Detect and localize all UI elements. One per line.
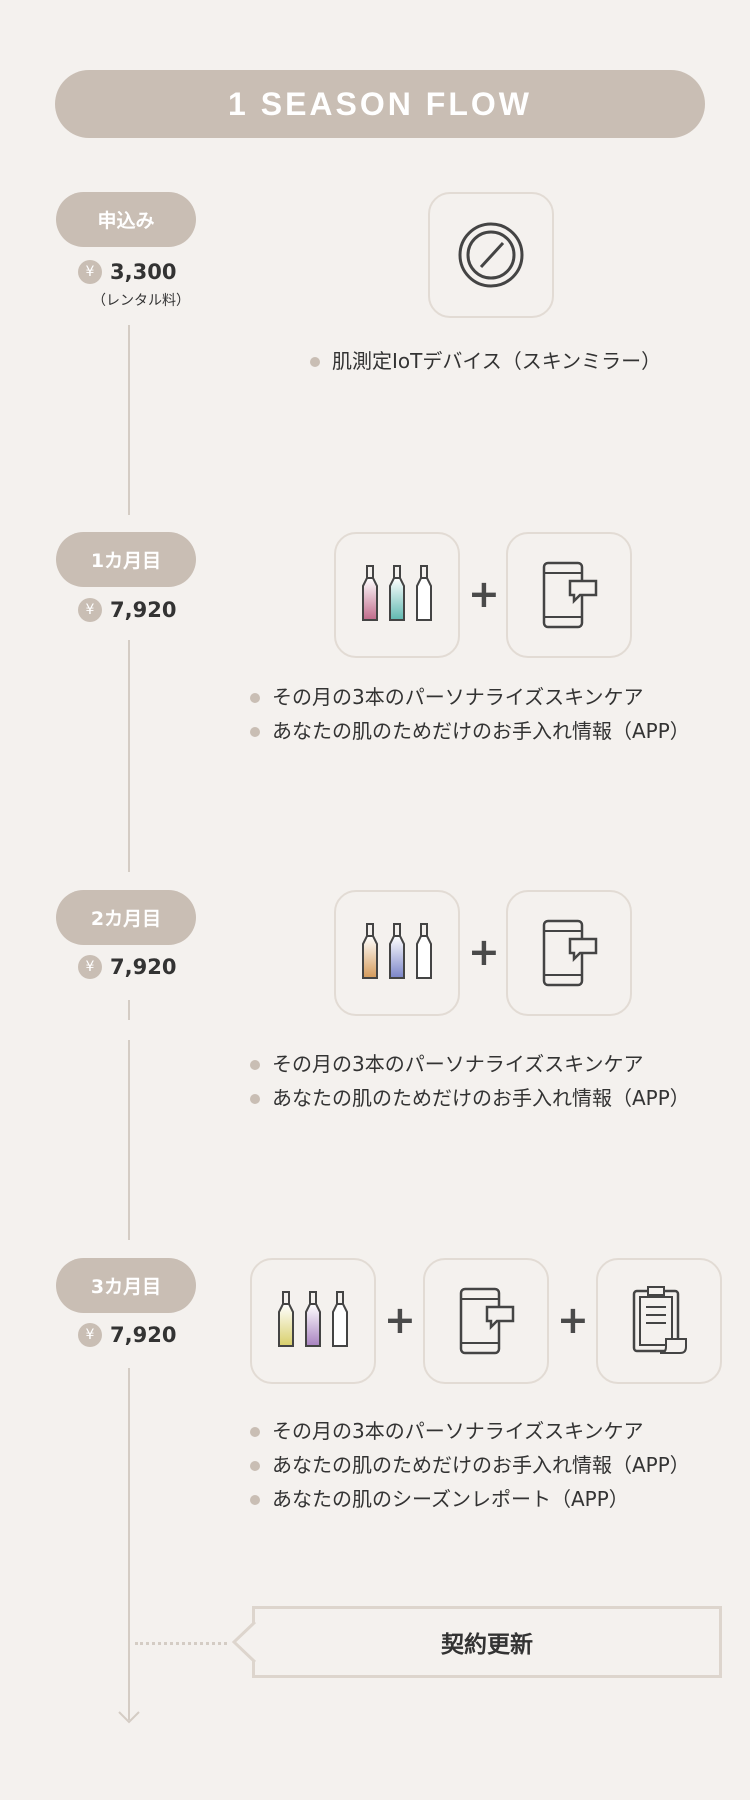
step-label-month2: 2カ月目 xyxy=(56,890,196,945)
phone-app-icon xyxy=(542,919,598,987)
step-label-month3: 3カ月目 xyxy=(56,1258,196,1313)
price-value: 7,920 xyxy=(110,955,177,979)
price-value: 7,920 xyxy=(110,598,177,622)
bottles-box xyxy=(250,1258,376,1384)
plus-sign: + xyxy=(557,1298,589,1342)
serum-bottles-icon xyxy=(362,565,432,621)
skin-mirror-icon xyxy=(458,222,524,288)
flow-header: 1 SEASON FLOW xyxy=(55,70,705,138)
step-label-text: 2カ月目 xyxy=(90,908,162,930)
list-item: あなたの肌のシーズンレポート（APP） xyxy=(250,1482,690,1516)
phone-app-icon xyxy=(542,561,598,629)
report-clipboard-icon xyxy=(632,1286,687,1354)
yen-icon: ¥ xyxy=(78,1323,102,1347)
timeline-line xyxy=(128,325,130,515)
plus-sign: + xyxy=(468,930,500,974)
plus-sign: + xyxy=(468,572,500,616)
bottles-box xyxy=(334,890,460,1016)
list-item: その月の3本のパーソナライズスキンケア xyxy=(250,1414,690,1448)
plus-sign: + xyxy=(384,1298,416,1342)
device-box xyxy=(428,192,554,318)
step-items: その月の3本のパーソナライズスキンケア あなたの肌のためだけのお手入れ情報（AP… xyxy=(250,1414,690,1516)
flow-title: 1 SEASON FLOW xyxy=(228,85,532,122)
app-box xyxy=(506,532,632,658)
step-label-text: 申込み xyxy=(97,210,155,232)
serum-bottles-icon xyxy=(362,923,432,979)
list-item: その月の3本のパーソナライズスキンケア xyxy=(250,1047,690,1081)
yen-icon: ¥ xyxy=(78,955,102,979)
bottles-box xyxy=(334,532,460,658)
renewal-label: 契約更新 xyxy=(441,1632,533,1658)
renewal-box: 契約更新 xyxy=(252,1606,722,1678)
price-note: （レンタル料） xyxy=(92,293,190,309)
renewal-connector xyxy=(135,1642,227,1645)
price-value: 7,920 xyxy=(110,1323,177,1347)
list-item: あなたの肌のためだけのお手入れ情報（APP） xyxy=(250,1448,690,1482)
phone-app-icon xyxy=(459,1287,515,1355)
yen-icon: ¥ xyxy=(78,260,102,284)
step-label-month1: 1カ月目 xyxy=(56,532,196,587)
step-label-apply: 申込み xyxy=(56,192,196,247)
step-items: その月の3本のパーソナライズスキンケア あなたの肌のためだけのお手入れ情報（AP… xyxy=(250,1047,690,1115)
timeline-line xyxy=(128,1040,130,1240)
timeline-line xyxy=(128,1368,130,1720)
timeline-line xyxy=(128,640,130,872)
step-label-text: 1カ月目 xyxy=(90,550,162,572)
list-item: 肌測定IoTデバイス（スキンミラー） xyxy=(310,344,661,378)
app-box xyxy=(506,890,632,1016)
step-price: ¥ 7,920 xyxy=(78,1323,176,1347)
step-price: ¥ 7,920 xyxy=(78,955,176,979)
price-value: 3,300 xyxy=(110,260,177,284)
serum-bottles-icon xyxy=(278,1291,348,1347)
list-item: あなたの肌のためだけのお手入れ情報（APP） xyxy=(250,714,690,748)
timeline-arrow-icon xyxy=(118,1711,140,1724)
timeline-line xyxy=(128,1000,130,1020)
list-item: あなたの肌のためだけのお手入れ情報（APP） xyxy=(250,1081,690,1115)
step-price: ¥ 3,300 xyxy=(78,260,176,284)
step-items: 肌測定IoTデバイス（スキンミラー） xyxy=(310,344,661,378)
step-price: ¥ 7,920 xyxy=(78,598,176,622)
list-item: その月の3本のパーソナライズスキンケア xyxy=(250,680,690,714)
yen-icon: ¥ xyxy=(78,598,102,622)
report-box xyxy=(596,1258,722,1384)
app-box xyxy=(423,1258,549,1384)
renewal-pointer xyxy=(231,1620,257,1664)
step-label-text: 3カ月目 xyxy=(90,1276,162,1298)
step-items: その月の3本のパーソナライズスキンケア あなたの肌のためだけのお手入れ情報（AP… xyxy=(250,680,690,748)
